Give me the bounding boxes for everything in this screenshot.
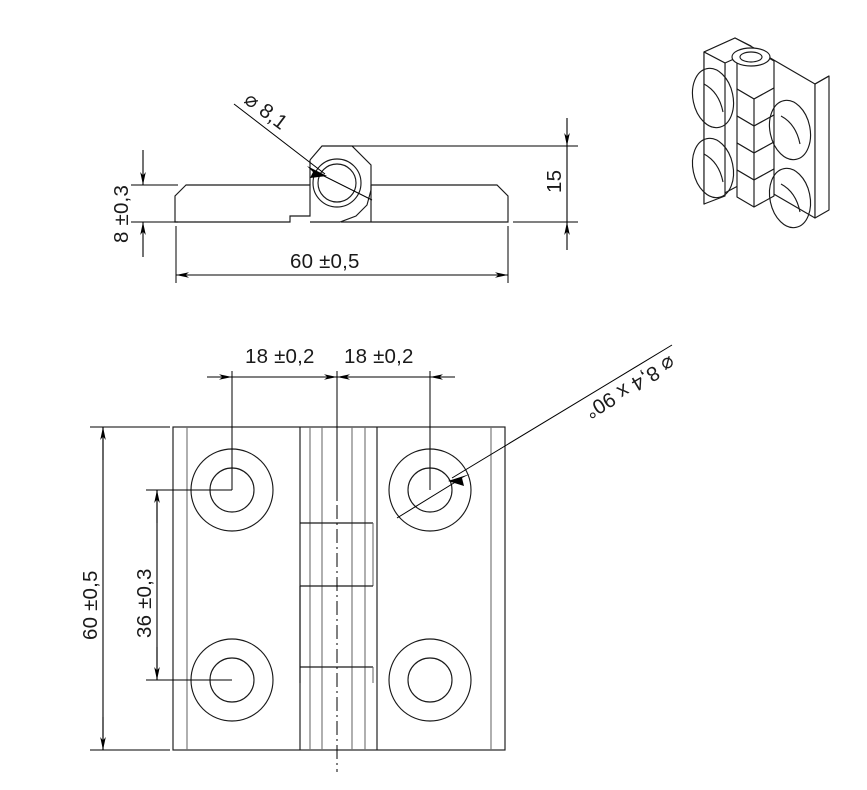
- iso-right-flange: [814, 75, 830, 219]
- iso-knuckle: [736, 50, 775, 208]
- overall-length-label: 60 ±0,5: [290, 250, 360, 273]
- knuckle-height-label: 15: [543, 170, 566, 193]
- diameter-8-1-leader: [233, 103, 373, 201]
- bottom-view-group: 18 ±0,2 18 ±0,2 60 ±0,5 36 ±0,3: [79, 344, 680, 772]
- countersink-label: ⌀ 8,4 x 90°: [581, 351, 680, 423]
- iso-hole-lower-right: [768, 167, 812, 229]
- iso-pivot-pin: [731, 47, 771, 67]
- overall-width-dimension: [90, 426, 170, 751]
- thickness-dimension: [131, 150, 178, 257]
- bottom-view-edge-lines: [186, 427, 492, 750]
- hole-spacing-extension-lines: [231, 371, 431, 500]
- side-view-left-leaf: [174, 184, 311, 223]
- knuckle-height-dimension: [352, 118, 578, 250]
- hole-pitch-dimension: [146, 489, 232, 681]
- iso-hole-upper-left: [691, 67, 735, 129]
- iso-hole-upper-right: [768, 99, 812, 161]
- side-view-pivot-hole: [312, 158, 362, 208]
- countersink-leader: [396, 344, 673, 519]
- diameter-8-1-label: ⌀ 8,1: [240, 88, 292, 135]
- overall-width-label: 60 ±0,5: [79, 570, 102, 640]
- hole-spacing-right-label: 18 ±0,2: [344, 345, 414, 368]
- side-view-right-leaf: [341, 184, 509, 223]
- isometric-view-group: [691, 37, 830, 229]
- side-view-group: ⌀ 8,1 8 ±0,3 15: [110, 88, 578, 283]
- bottom-view-hole-bottom-right: [388, 638, 472, 722]
- overall-length-dimension: [175, 226, 509, 283]
- bottom-view-knuckle-ribs: [309, 427, 366, 750]
- hole-spacing-left-label: 18 ±0,2: [245, 345, 315, 368]
- thickness-dimension-label: 8 ±0,3: [110, 185, 133, 243]
- hole-pitch-label: 36 ±0,3: [133, 568, 156, 638]
- iso-hole-lower-left: [691, 137, 735, 199]
